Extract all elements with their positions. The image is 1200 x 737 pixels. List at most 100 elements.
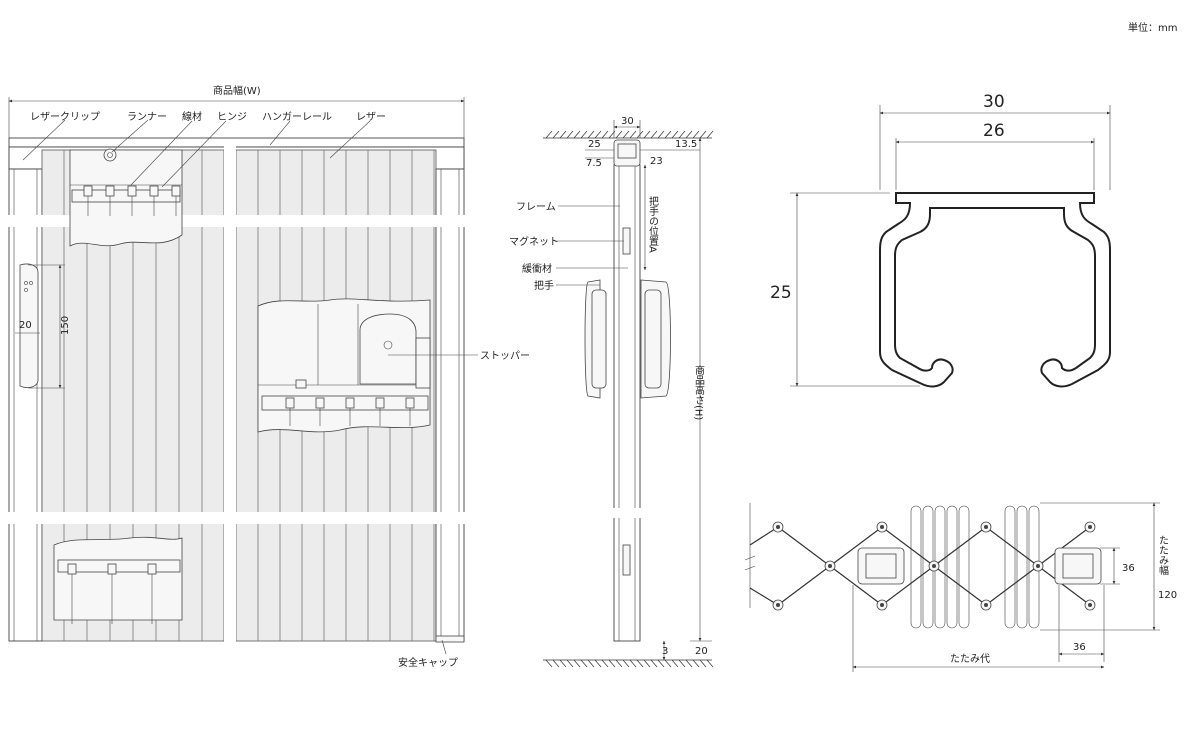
pivot-center — [880, 525, 884, 529]
callout-runner: ランナー — [127, 111, 167, 123]
pivot-center — [776, 603, 780, 607]
profile-inner-width: 26 — [983, 121, 1005, 141]
hatch-line — [601, 659, 609, 668]
label-handle: 把手 — [534, 279, 554, 292]
hatch-line — [699, 130, 707, 139]
folded-view: 36 たたみ幅 120 36 たたみ代 — [744, 502, 1177, 672]
folded-pleat — [1004, 505, 1016, 629]
pivot-center — [1036, 564, 1040, 568]
side-dim-3: 3 — [662, 646, 668, 657]
hatch-line — [545, 130, 553, 139]
side-dim-13-5: 13.5 — [675, 139, 697, 150]
hatch-line — [685, 659, 693, 668]
hatch-line — [671, 130, 679, 139]
folded-pleat — [910, 505, 922, 629]
hatch-line — [601, 130, 609, 139]
hatch-line — [706, 659, 714, 668]
fold-height-36: 36 — [1122, 563, 1135, 574]
hatch-line — [594, 659, 602, 668]
hanger-clip — [171, 185, 181, 197]
rail-cross-section — [879, 192, 1111, 388]
hatch-line — [650, 130, 658, 139]
handle-width-dim: 20 — [19, 320, 32, 331]
hatch-line — [685, 130, 693, 139]
callout-hinge: ヒンジ — [217, 111, 247, 123]
hatch-line — [650, 659, 658, 668]
pivot-center — [984, 525, 988, 529]
callout-stopper: ストッパー — [480, 350, 530, 362]
hanger-clip — [105, 185, 115, 197]
pivot-center — [1088, 603, 1092, 607]
callout-laser: レザー — [356, 111, 386, 123]
profile-height: 25 — [770, 283, 792, 303]
pivot-center — [932, 564, 936, 568]
pivot-center — [776, 525, 780, 529]
hatch-line — [622, 130, 630, 139]
hatch-line — [657, 130, 665, 139]
unit-note: 単位：mm — [1128, 21, 1177, 34]
hatch-line — [566, 130, 574, 139]
magnet — [622, 227, 631, 255]
hanger-clip — [107, 563, 117, 575]
hatch-line — [664, 659, 672, 668]
handle — [19, 263, 39, 388]
hatch-line — [692, 130, 700, 139]
pivot-center — [1088, 525, 1092, 529]
hatch-line — [559, 659, 567, 668]
callout-wire: 線材 — [182, 110, 202, 123]
hatch-line — [552, 130, 560, 139]
hatch-line — [643, 659, 651, 668]
hatch-line — [615, 659, 623, 668]
hatch-line — [636, 659, 644, 668]
left-frame — [8, 168, 43, 642]
hatch-line — [678, 130, 686, 139]
scissor-link-upper — [749, 526, 1091, 567]
hatch-line — [629, 659, 637, 668]
hanger-clip — [83, 185, 93, 197]
hanger-clip — [375, 397, 385, 409]
folded-pleat — [946, 505, 958, 629]
hatch-line — [678, 659, 686, 668]
right-frame — [435, 168, 465, 642]
hatch-line — [545, 659, 553, 668]
handle-position-label: 把手の位置A — [647, 195, 659, 253]
handle-height-dim: 150 — [60, 316, 71, 335]
bottom-cutout — [53, 536, 183, 621]
scissor-link-lower — [749, 565, 1091, 606]
width-label: 商品幅(W) — [213, 84, 261, 97]
hatch-line — [594, 130, 602, 139]
hatch-line — [615, 130, 623, 139]
front-callouts: レザークリップ ランナー 線材 ヒンジ ハンガーレール レザー ストッパー 安全… — [22, 110, 530, 669]
hanger-clip — [147, 563, 157, 575]
hatch-line — [580, 659, 588, 668]
hanger-clip — [315, 397, 325, 409]
hanger-clip — [149, 185, 159, 197]
product-height-label: 商品高さ(H) — [693, 364, 705, 421]
side-dim-23: 23 — [650, 156, 663, 167]
hatch-line — [587, 130, 595, 139]
hatch-line — [573, 659, 581, 668]
side-dim-7-5: 7.5 — [586, 158, 602, 169]
hanger-clip — [285, 397, 295, 409]
hatch-line — [699, 659, 707, 668]
folded-pleat — [1016, 505, 1028, 629]
hatch-line — [664, 130, 672, 139]
hatch-line — [559, 130, 567, 139]
hatch-line — [622, 659, 630, 668]
hanger-clip — [127, 185, 137, 197]
front-view: 商品幅(W) — [0, 84, 530, 669]
fold-allowance-label: たたみ代 — [950, 653, 990, 665]
callout-laser-clip: レザークリップ — [30, 111, 100, 123]
hanger-clip — [67, 563, 77, 575]
hanger-clip — [405, 397, 415, 409]
hatch-line — [706, 130, 714, 139]
label-frame: フレーム — [516, 201, 556, 213]
hatch-line — [643, 130, 651, 139]
fold-width-label: たたみ幅 — [1157, 535, 1169, 576]
side-view: 30 25 13.5 7.5 23 把手の位置A 商品高さ(H) 3 20 フレ… — [509, 116, 714, 668]
magnet-lower — [622, 544, 631, 576]
profile-outer-width: 30 — [983, 92, 1005, 112]
hatch-line — [587, 659, 595, 668]
hatch-line — [566, 659, 574, 668]
